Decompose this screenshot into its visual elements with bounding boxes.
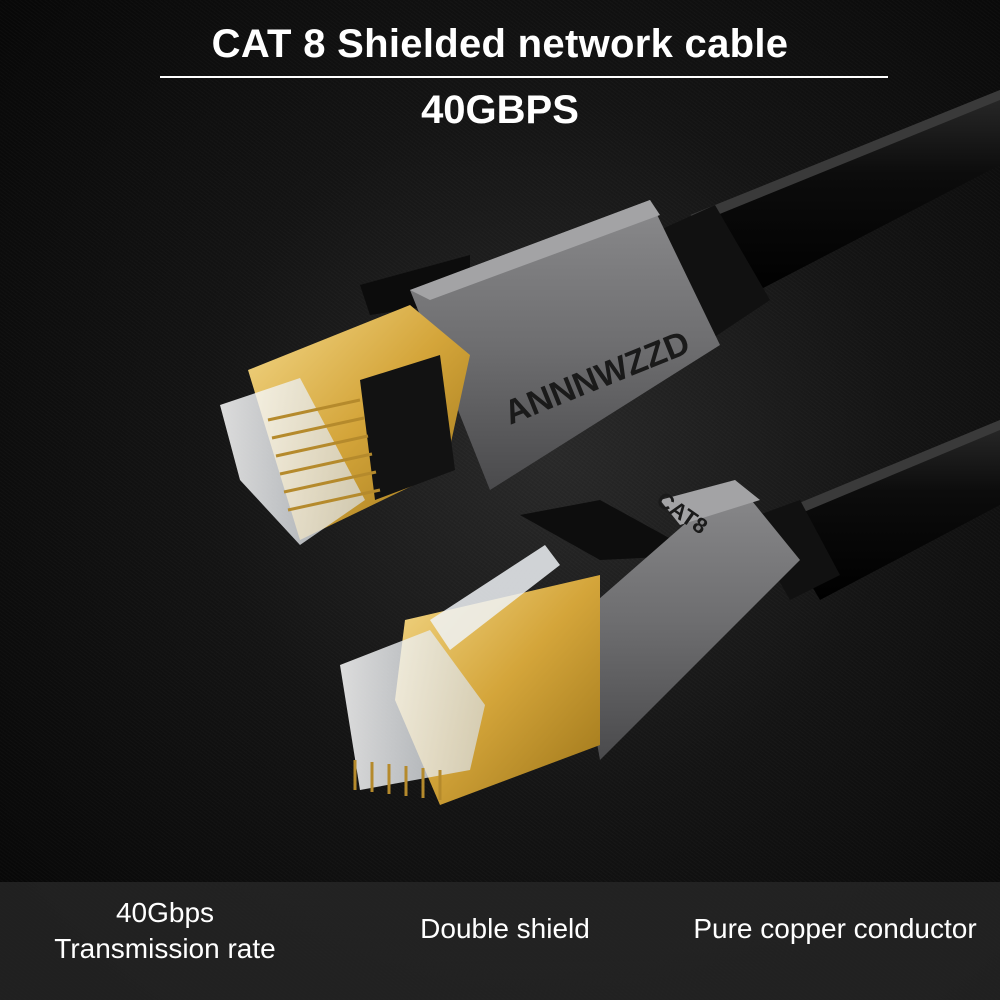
page-title: CAT 8 Shielded network cable: [211, 22, 789, 66]
feature-speed-caption: Transmission rate: [54, 933, 276, 964]
feature-shield-label: Double shield: [420, 913, 590, 944]
feature-double-shield: Double shield: [400, 911, 610, 947]
page-subtitle: 40GBPS: [421, 88, 579, 132]
feature-band: [0, 882, 1000, 1000]
feature-speed: 40Gbps: [115, 897, 215, 928]
upper-cable: [690, 90, 1000, 300]
lower-connector: [340, 480, 840, 805]
feature-copper-conductor: Pure copper conductor: [670, 911, 1000, 947]
upper-connector: [220, 200, 770, 545]
title-underline: [160, 76, 888, 78]
feature-conductor-label: Pure copper conductor: [693, 913, 977, 944]
feature-transmission-rate: 40Gbps Transmission rate: [30, 895, 300, 967]
